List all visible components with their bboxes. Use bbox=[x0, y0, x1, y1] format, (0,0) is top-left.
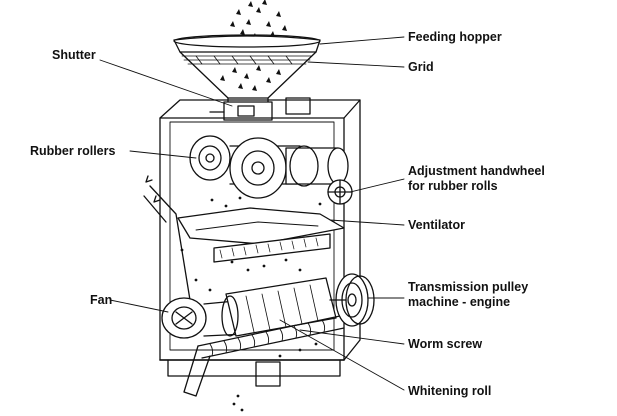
label-transmission-line2: machine - engine bbox=[408, 295, 511, 309]
leader-fan bbox=[109, 299, 169, 313]
whitening-roll bbox=[221, 277, 337, 337]
label-worm-screw-text: Worm screw bbox=[408, 337, 483, 351]
feeding-hopper bbox=[173, 34, 321, 107]
grain-scatter bbox=[180, 196, 322, 412]
worm-screw bbox=[183, 315, 345, 397]
label-shutter-text: Shutter bbox=[52, 48, 96, 62]
fan bbox=[161, 297, 247, 339]
leader-shutter bbox=[99, 59, 233, 107]
label-adjustment-line2: for rubber rolls bbox=[408, 179, 498, 193]
label-transmission-pulley: Transmission pulley machine - engine bbox=[408, 280, 528, 310]
label-grid-text: Grid bbox=[408, 60, 434, 74]
label-feeding-hopper: Feeding hopper bbox=[408, 30, 502, 45]
transmission-pulley bbox=[329, 273, 375, 327]
label-feeding-hopper-text: Feeding hopper bbox=[408, 30, 502, 44]
label-rubber-rollers: Rubber rollers bbox=[30, 144, 115, 159]
label-adjustment-handwheel: Adjustment handwheel for rubber rolls bbox=[408, 164, 545, 194]
grain-stream-top bbox=[230, 0, 287, 39]
label-fan: Fan bbox=[90, 293, 112, 308]
adjustment-handwheel bbox=[327, 179, 353, 205]
ventilator-channel bbox=[177, 207, 345, 263]
leader-feeding-hopper bbox=[319, 36, 405, 45]
label-transmission-line1: Transmission pulley bbox=[408, 280, 529, 294]
leader-grid bbox=[307, 61, 405, 68]
label-shutter: Shutter bbox=[52, 48, 96, 63]
leader-ventilator bbox=[329, 219, 405, 226]
label-worm-screw: Worm screw bbox=[408, 337, 482, 352]
grain-in-hopper bbox=[220, 65, 281, 91]
shutter-block bbox=[209, 97, 311, 121]
machine-housing bbox=[159, 99, 361, 361]
label-adjustment-line1: Adjustment handwheel bbox=[408, 164, 545, 178]
label-ventilator: Ventilator bbox=[408, 218, 465, 233]
leader-worm-screw bbox=[299, 329, 405, 345]
grid-mesh bbox=[181, 55, 313, 65]
machine-base bbox=[167, 359, 341, 387]
leader-whitening-roll bbox=[279, 319, 405, 391]
label-ventilator-text: Ventilator bbox=[408, 218, 465, 232]
leader-lines bbox=[99, 36, 405, 391]
label-rubber-rollers-text: Rubber rollers bbox=[30, 144, 116, 158]
leader-rubber-rollers bbox=[129, 150, 197, 159]
label-grid: Grid bbox=[408, 60, 434, 75]
label-whitening-roll: Whitening roll bbox=[408, 384, 491, 399]
label-whitening-roll-text: Whitening roll bbox=[408, 384, 492, 398]
leader-adjustment bbox=[349, 178, 405, 193]
left-chute bbox=[143, 175, 191, 311]
label-fan-text: Fan bbox=[90, 293, 113, 307]
rubber-rollers bbox=[189, 135, 349, 199]
